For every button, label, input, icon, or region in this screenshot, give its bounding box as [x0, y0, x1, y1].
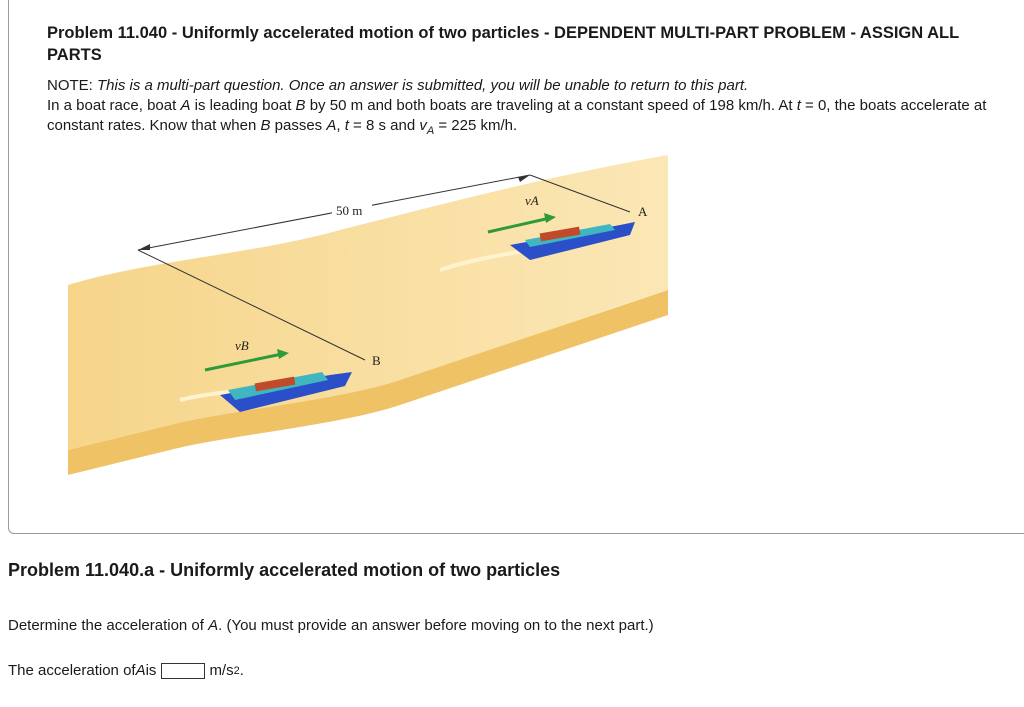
statement-part: = 225 km/h.	[434, 117, 518, 134]
note-label: NOTE:	[47, 77, 93, 94]
arrowhead	[277, 349, 289, 359]
instr-text: Determine the acceleration of	[8, 617, 209, 634]
statement-part: is leading boat	[190, 97, 296, 114]
problem-title: Problem 11.040 - Uniformly accelerated m…	[47, 24, 959, 64]
label-va: vA	[525, 193, 539, 208]
boat-b-cockpit	[254, 376, 296, 392]
answer-prefix: The acceleration of	[8, 662, 136, 679]
label-a: A	[638, 204, 648, 219]
statement-part: = 0, the boats accelerate at constant ra…	[47, 97, 987, 134]
statement-part: by 50 m and both boats are traveling at …	[305, 97, 797, 114]
answer-is: is	[145, 662, 157, 679]
water-edge	[68, 290, 668, 475]
statement-part: ,	[336, 117, 345, 134]
answer-var: A	[135, 662, 146, 679]
var-a: A	[326, 117, 337, 134]
boat-a-cockpit	[539, 226, 581, 242]
var-a: A	[180, 97, 191, 114]
instr-text: . (You must provide an answer before mov…	[218, 617, 654, 634]
statement-part: = 8 s and	[348, 117, 420, 134]
instr-var: A	[208, 617, 219, 634]
arrowhead	[544, 213, 556, 223]
label-bg	[332, 202, 372, 218]
statement-text: In a boat race, boat A is leading boat B…	[47, 96, 997, 141]
unit-period: .	[239, 662, 244, 679]
part-a-title: Problem 11.040.a - Uniformly accelerated…	[8, 560, 561, 580]
boat-race-illustration: 50 m vA A vB B	[68, 155, 668, 475]
label-vb: vB	[235, 338, 249, 353]
velocity-arrow-b	[204, 352, 283, 372]
var-sub-a: A	[426, 125, 435, 137]
var-t: t	[344, 117, 349, 134]
extension-line-b	[137, 249, 366, 361]
water-surface	[68, 155, 668, 450]
part-a-instructions: Determine the acceleration of A. (You mu…	[8, 617, 654, 634]
arrowhead	[518, 175, 530, 182]
problem-statement: NOTE: This is a multi-part question. Onc…	[47, 76, 997, 141]
boat-b-hull	[220, 372, 352, 412]
arrowhead	[138, 244, 150, 250]
var-t: t	[796, 97, 801, 114]
boat-race-figure: 50 m vA A vB B	[60, 150, 680, 480]
statement-part: passes	[270, 117, 327, 134]
note-text: This is a multi-part question. Once an a…	[97, 77, 749, 94]
label-b: B	[372, 353, 381, 368]
unit-label: m/s	[209, 662, 234, 679]
var-b: B	[260, 117, 271, 134]
acceleration-answer-input[interactable]	[161, 662, 206, 679]
velocity-arrow-a	[487, 216, 551, 234]
statement-part: In a boat race, boat	[47, 97, 181, 114]
unit-exponent: 2	[233, 664, 240, 677]
extension-line-a	[529, 174, 631, 213]
var-b: B	[295, 97, 306, 114]
var-v: v	[419, 117, 427, 134]
note-line: NOTE: This is a multi-part question. Onc…	[47, 76, 997, 96]
distance-label: 50 m	[336, 203, 362, 218]
problem-container	[8, 0, 1024, 534]
